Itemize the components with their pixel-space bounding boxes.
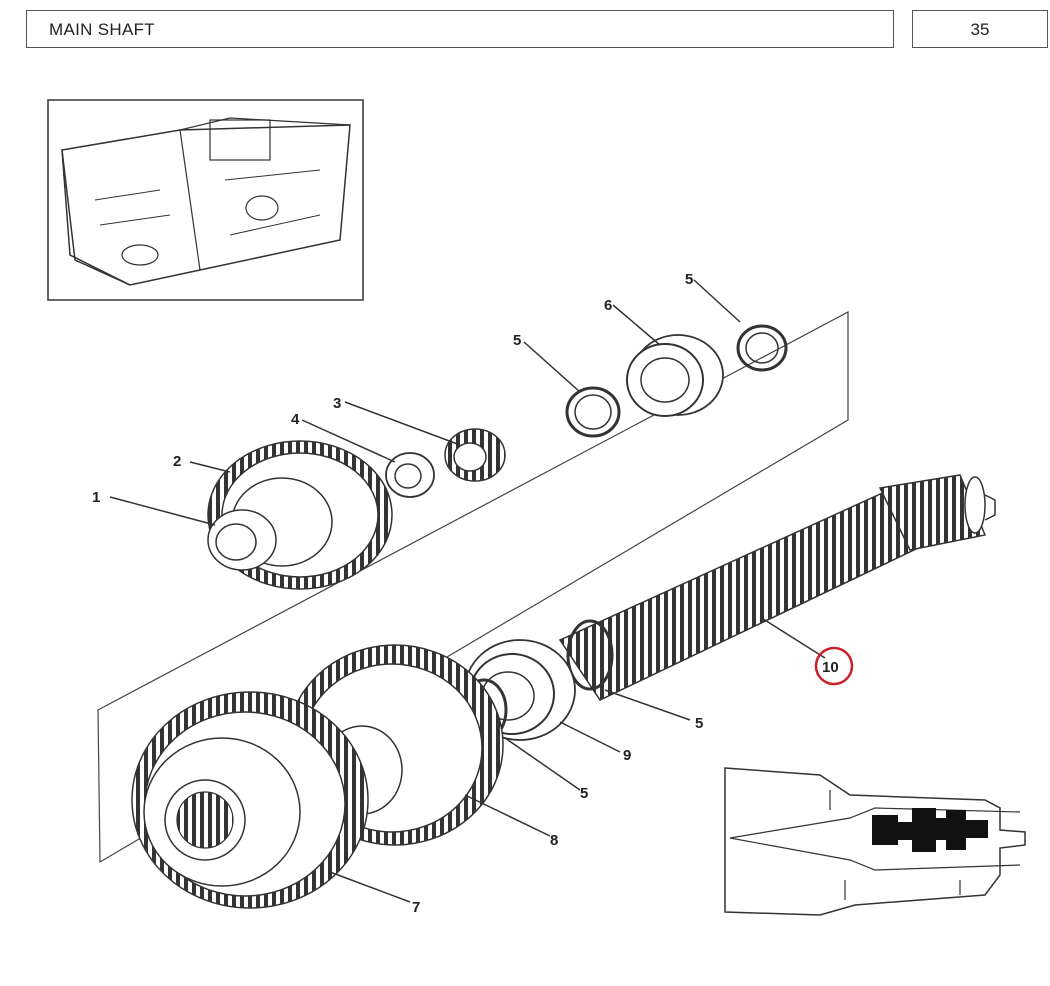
callout-9: 9	[623, 747, 631, 764]
main-shaft-10	[558, 474, 996, 701]
spacer-4	[385, 452, 435, 498]
callout-5d: 5	[580, 785, 588, 802]
gear-7	[131, 691, 369, 909]
section-title: MAIN SHAFT	[49, 20, 155, 39]
snap-ring-5a	[565, 386, 621, 438]
page-number: 35	[970, 20, 990, 39]
snap-ring-5c	[566, 619, 614, 691]
location-inset	[724, 767, 1026, 916]
assembly-group-outline	[97, 311, 849, 864]
callout-8: 8	[550, 832, 558, 849]
callout-10: 10	[822, 659, 839, 676]
callout-1: 1	[92, 489, 100, 506]
callout-5c: 5	[695, 715, 703, 732]
page-number-box: 35	[912, 10, 1048, 48]
needle-bearing-3	[444, 428, 506, 482]
housing-inset	[47, 99, 364, 301]
callout-4: 4	[291, 411, 300, 428]
section-title-box: MAIN SHAFT	[26, 10, 894, 48]
ball-bearing-6	[626, 334, 724, 417]
callout-6: 6	[604, 297, 612, 314]
callout-3: 3	[333, 395, 341, 412]
callout-7: 7	[412, 899, 420, 916]
leader-lines	[109, 279, 826, 903]
callout-5a: 5	[513, 332, 521, 349]
callout-2: 2	[173, 453, 181, 470]
snap-ring-5b	[736, 324, 788, 372]
callout-5b: 5	[685, 271, 693, 288]
highlight-circle-10	[814, 646, 854, 686]
gear-2-with-hub-1	[207, 440, 393, 590]
